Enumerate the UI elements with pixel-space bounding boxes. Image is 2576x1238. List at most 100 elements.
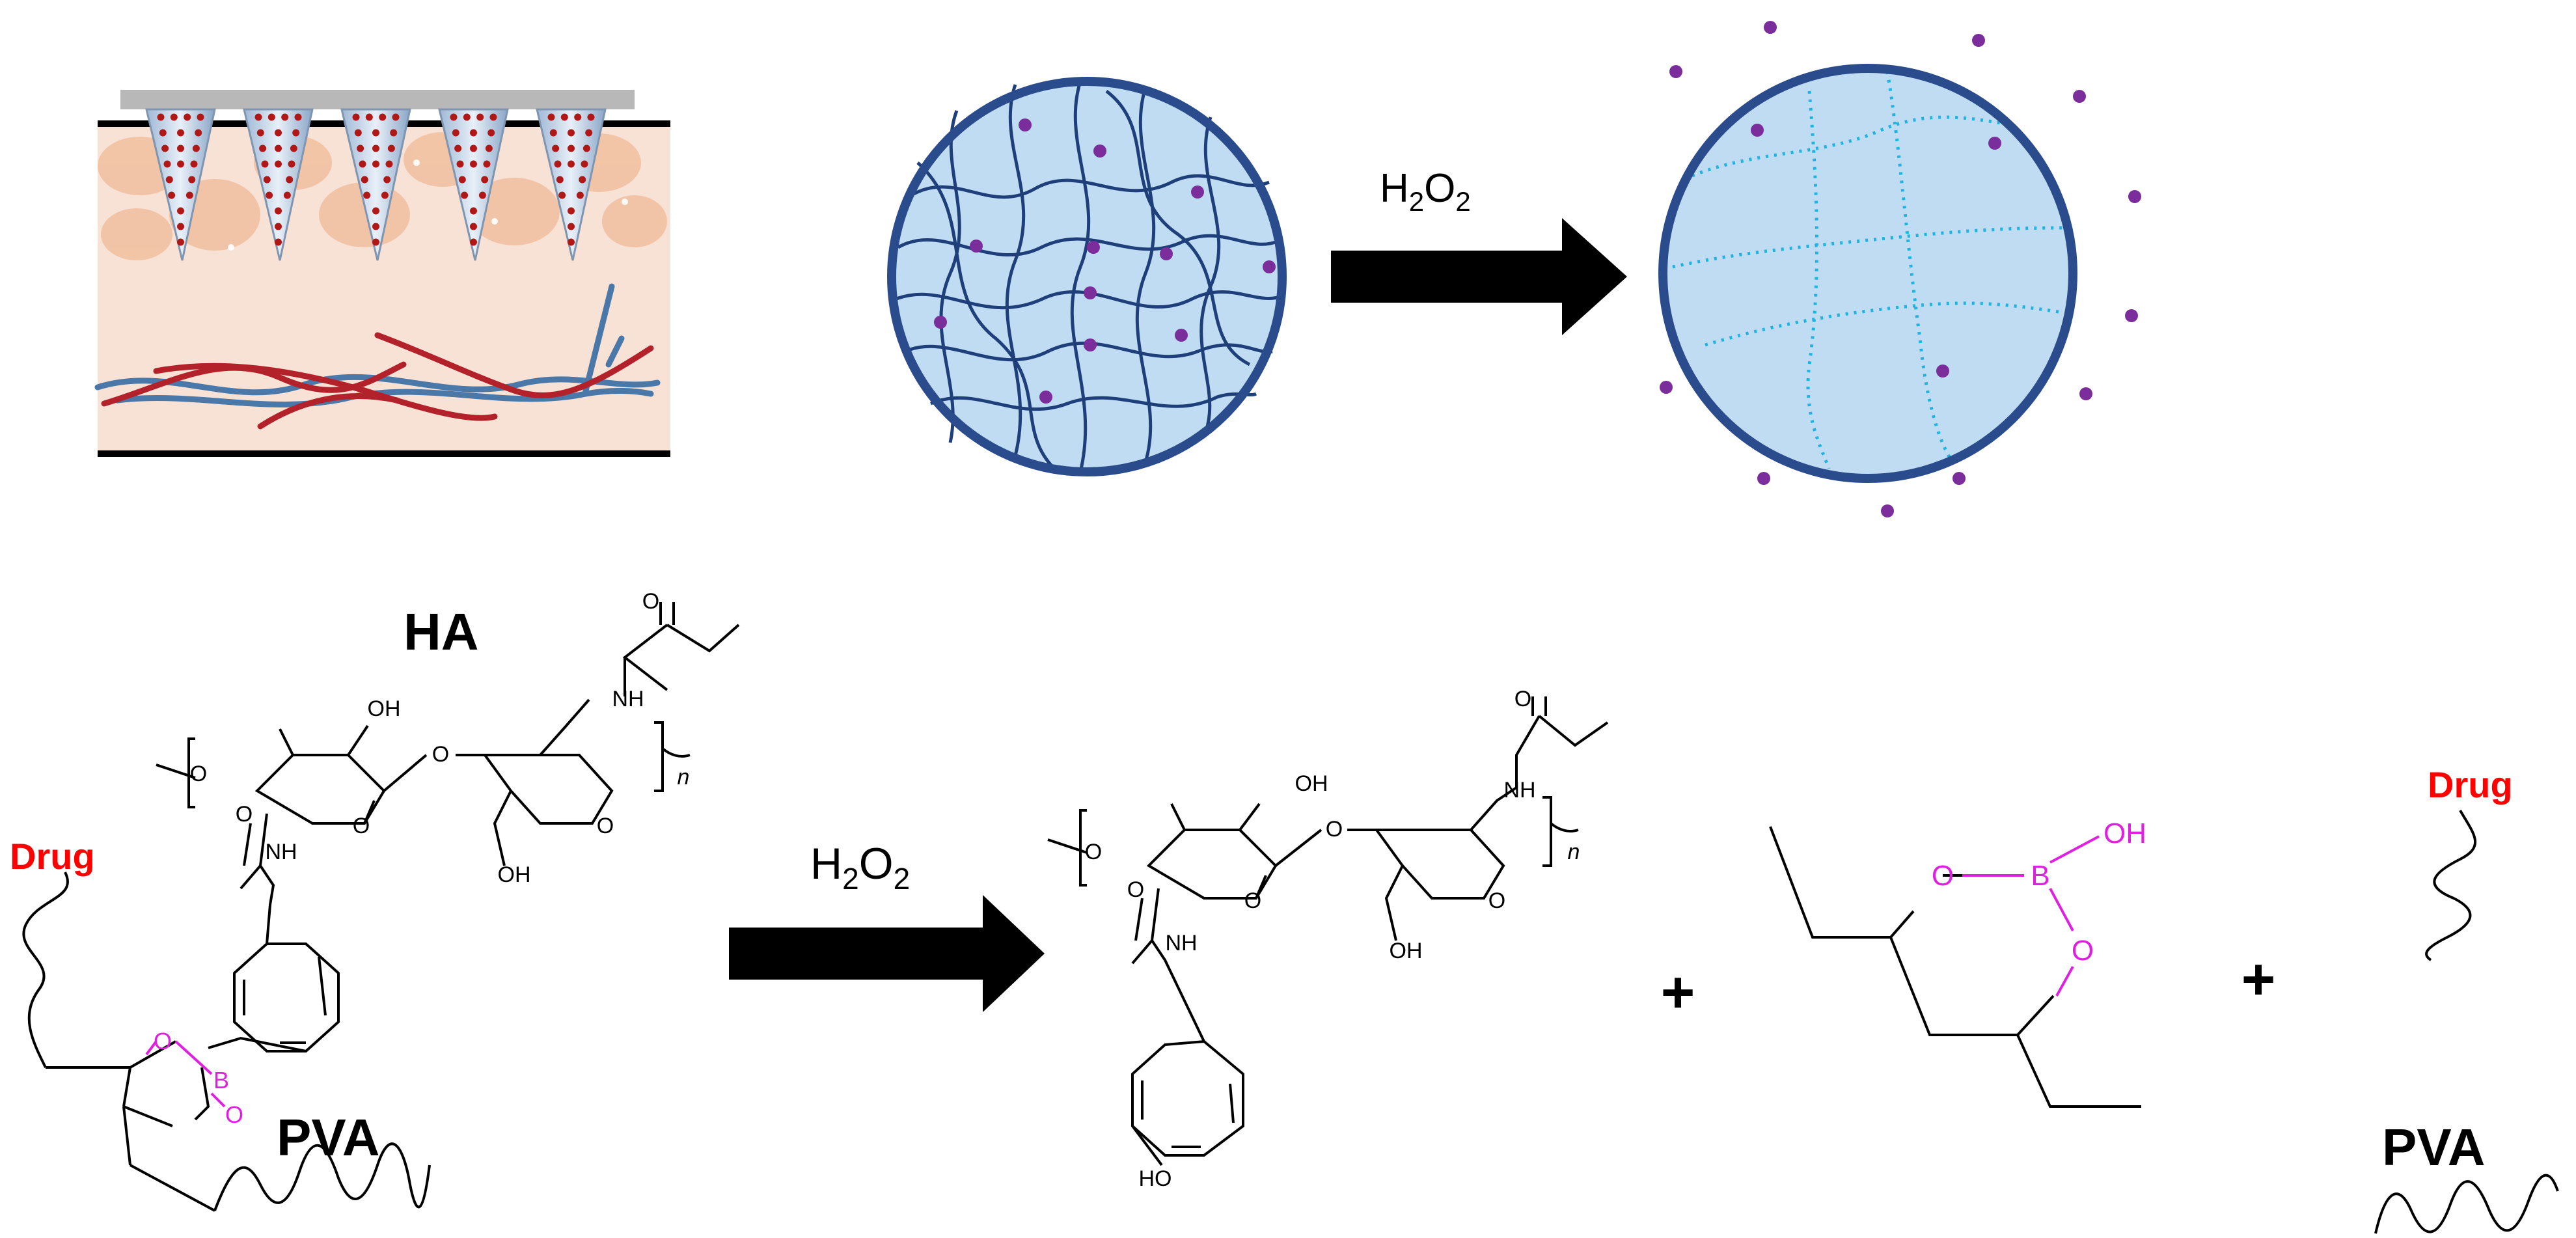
top-reaction-arrow: H2O2	[1331, 166, 1627, 335]
needle-drug-dot	[478, 191, 486, 199]
needle-drug-dot	[463, 113, 471, 121]
needle-drug-dot	[161, 144, 169, 152]
boronate-o-top: O	[1932, 860, 1954, 892]
needle-drug-dot	[470, 238, 477, 246]
atom-oh: OH	[498, 862, 531, 887]
microneedle-skin-panel	[94, 90, 670, 457]
needle-drug-dot	[379, 113, 387, 121]
needle-drug-dot	[275, 144, 282, 152]
degraded-network	[1672, 71, 2064, 469]
needle-drug-dot	[452, 129, 459, 137]
needle-drug-dot	[568, 160, 575, 168]
ha-product-atom-labels: O NH OH O O O O O NH OH HO n	[1085, 687, 1580, 1191]
ha-product-structure	[1047, 696, 1609, 1166]
needle-drug-dot	[387, 144, 395, 152]
needle-drug-dot	[266, 191, 273, 199]
needle-drug-dot	[392, 113, 400, 121]
needle-drug-dot	[188, 176, 196, 184]
blood-vessels	[94, 283, 661, 430]
needle-drug-dot	[261, 160, 269, 168]
drug-label-reactant: Drug	[10, 836, 95, 877]
needle-drug-dot	[383, 176, 391, 184]
needle-drug-dot	[558, 191, 566, 199]
needle-drug-dot	[568, 238, 575, 246]
atom-oh: OH	[368, 696, 401, 721]
needle-drug-dot	[281, 113, 289, 121]
needle-drug-dot	[470, 144, 477, 152]
drug-label-product: Drug	[2428, 764, 2513, 805]
needle-drug-dot	[470, 160, 477, 168]
needle-drug-dot	[275, 238, 282, 246]
needle-drug-dot	[549, 129, 557, 137]
needle-drug-dot	[470, 223, 477, 230]
needle-drug-dot	[363, 191, 371, 199]
needle-drug-dot	[352, 113, 360, 121]
bottom-h2o2-label: H2O2	[810, 839, 910, 896]
needle-drug-dot	[359, 160, 366, 168]
needle-drug-dot	[286, 176, 294, 184]
atom-o: O	[1326, 817, 1343, 842]
atom-o: O	[190, 762, 207, 786]
needle-drug-dot	[372, 144, 379, 152]
needle-drug-dot	[275, 160, 282, 168]
atom-nh: NH	[265, 840, 297, 864]
atom-o: O	[353, 814, 370, 838]
atom-o: O	[1514, 687, 1531, 711]
needle-drug-dot	[259, 144, 267, 152]
needle-drug-dot	[568, 129, 575, 137]
needle-drug-dot	[554, 160, 562, 168]
needle-drug-dot	[461, 191, 469, 199]
needle-drug-dot	[450, 113, 458, 121]
top-h2o2-label: H2O2	[1380, 166, 1471, 217]
needle-drug-dot	[372, 129, 379, 137]
needle-drug-dot	[365, 113, 373, 121]
needle-drug-dot	[476, 113, 484, 121]
atom-o: O	[642, 589, 659, 614]
needle-drug-dot	[292, 129, 300, 137]
needle-drug-dot	[390, 129, 398, 137]
needle-drug-dot	[256, 129, 264, 137]
boronate-o-bottom: O	[2072, 935, 2094, 967]
atom-nh: NH	[612, 687, 644, 711]
needle-drug-dot	[456, 160, 464, 168]
needle-drug-dot	[177, 160, 184, 168]
vein-vessel	[114, 387, 654, 407]
degraded-hydrogel-particle	[1658, 21, 2141, 517]
bottom-reaction-arrow: H2O2	[729, 839, 1045, 1012]
needle-drug-dot	[163, 160, 171, 168]
atom-oh: OH	[1390, 939, 1423, 963]
atom-o: O	[432, 742, 449, 767]
needle-drug-dot	[177, 129, 184, 137]
plus-sign: +	[2241, 947, 2276, 1012]
reactant-structure	[22, 602, 740, 1212]
microneedle-array	[145, 108, 607, 261]
needle-drug-dot	[357, 144, 364, 152]
needle-drug-dot	[587, 113, 595, 121]
atom-o: O	[1488, 888, 1505, 913]
needle-drug-dot	[579, 176, 586, 184]
needle-drug-dot	[552, 144, 560, 152]
boronate-oh: OH	[2103, 818, 2146, 849]
needle-drug-dot	[195, 129, 202, 137]
needle-drug-dot	[470, 129, 477, 137]
needle-drug-dot	[372, 160, 379, 168]
needle-drug-dot	[568, 223, 575, 230]
needle-drug-dot	[157, 113, 165, 121]
needle-drug-dot	[275, 207, 282, 215]
needle-drug-dot	[294, 113, 302, 121]
drug-loaded-dots	[157, 113, 595, 246]
boronate-o: O	[225, 1101, 243, 1128]
needle-drug-dot	[547, 113, 555, 121]
needle-drug-dot	[267, 113, 275, 121]
needle-drug-dot	[556, 176, 564, 184]
needle-drug-dot	[581, 160, 588, 168]
boronate-o: O	[154, 1028, 172, 1054]
needle-drug-dot	[458, 176, 466, 184]
needle-drug-dot	[185, 191, 193, 199]
needle-drug-dot	[168, 191, 176, 199]
needle-drug-dot	[454, 144, 462, 152]
ha-label: HA	[404, 603, 479, 661]
needle-drug-dot	[585, 129, 593, 137]
boronate-b: B	[213, 1067, 229, 1094]
needle-drug-dot	[385, 160, 393, 168]
